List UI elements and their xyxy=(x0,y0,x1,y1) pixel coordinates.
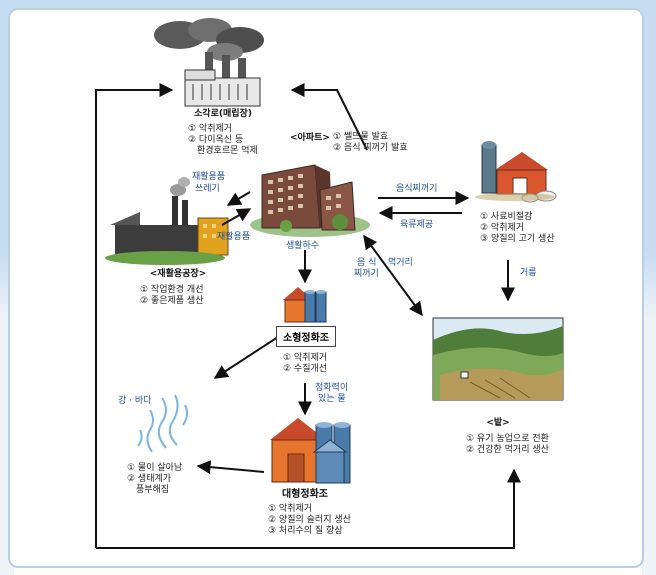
large-tank-item-3: ③ 처리수의 질 향상 xyxy=(268,526,343,536)
farm-item-1: ① 사료비절감 xyxy=(480,212,533,222)
largetank-to-river-arrow xyxy=(196,460,265,475)
apartment-to-incinerator-arrow xyxy=(290,83,368,151)
bottom-to-field-arrow xyxy=(96,468,521,549)
small-tank-illustration xyxy=(283,287,327,323)
flow-food-waste: 음식찌꺼기 xyxy=(396,184,438,194)
smalltank-to-river-arrow xyxy=(213,336,279,379)
field-item-1: ① 유기 농업으로 전환 xyxy=(466,434,549,444)
recycling-plant-illustration xyxy=(105,177,229,265)
field-item-2: ② 건강한 먹거리 생산 xyxy=(466,445,549,455)
incinerator-item-2: ② 다이옥신 등 xyxy=(188,135,244,145)
incinerator-item-3: 환경호르몬 억제 xyxy=(197,146,258,156)
flow-domestic-sewage: 생활하수 xyxy=(286,241,320,251)
river-illustration xyxy=(137,394,189,453)
flow-meat-supply: 육류제공 xyxy=(400,220,434,230)
apartment-illustration xyxy=(250,164,370,237)
flow-manure: 거름 xyxy=(520,268,537,278)
flow-recyclables: 재활용품 xyxy=(217,232,251,242)
right-band xyxy=(642,0,656,575)
large-tank-item-2: ② 양질의 슬러지 생산 xyxy=(268,515,351,525)
plant-to-apartment-arrow xyxy=(221,208,252,226)
field-illustration xyxy=(432,317,564,401)
incinerator-item-1: ① 악취제거 xyxy=(188,124,233,134)
flow-purified-water-2: 있는 물 xyxy=(318,394,346,404)
river-item-1: ① 물이 살아남 xyxy=(127,463,183,473)
flow-recyclables-waste-2: 쓰레기 xyxy=(195,184,220,194)
flow-food-waste-v2: 찌꺼기 xyxy=(354,269,379,279)
field-title: <밭> xyxy=(486,418,510,428)
large-tank-illustration xyxy=(270,418,351,484)
flow-food-waste-v1: 음 식 xyxy=(357,258,377,268)
small-tank-title: 소형정화조 xyxy=(276,326,336,347)
river-item-2: ② 생태계가 xyxy=(127,474,172,484)
small-tank-item-2: ② 수질개선 xyxy=(283,364,328,374)
apartment-item-1: ① 쎌뜨물 발효 xyxy=(333,132,389,142)
river-item-3: 풍부해짐 xyxy=(136,485,170,495)
flow-food: 먹거리 xyxy=(388,258,413,268)
small-tank-item-1: ① 악취제거 xyxy=(283,353,328,363)
river-title: 강 · 바다 xyxy=(118,396,152,406)
farm-illustration xyxy=(475,141,557,203)
apartment-title: <아파트> xyxy=(290,133,330,143)
incinerator-title: 소각로(매립장) xyxy=(194,109,252,119)
apartment-item-2: ② 음식 찌꺼기 발효 xyxy=(333,143,408,153)
large-tank-item-1: ① 악취제거 xyxy=(268,504,313,514)
apartment-to-plant-arrow xyxy=(226,191,251,206)
farm-item-2: ② 악취제거 xyxy=(480,223,525,233)
recycling-plant-item-2: ② 좋은제품 생산 xyxy=(140,296,204,306)
loop-to-incinerator-arrow xyxy=(95,83,174,548)
flow-purified-water-1: 정화력이 xyxy=(315,383,349,393)
large-tank-title: 대형정화조 xyxy=(282,489,328,500)
recycling-plant-item-1: ① 작업환경 개선 xyxy=(140,285,204,295)
flow-recyclables-waste-1: 재활용품 xyxy=(192,172,226,182)
recycling-plant-title: <재활용공장> xyxy=(149,269,207,279)
incinerator-illustration xyxy=(154,18,264,107)
apartment-field-arrow xyxy=(363,234,423,317)
farm-item-3: ③ 양질의 고기 생산 xyxy=(480,234,555,244)
